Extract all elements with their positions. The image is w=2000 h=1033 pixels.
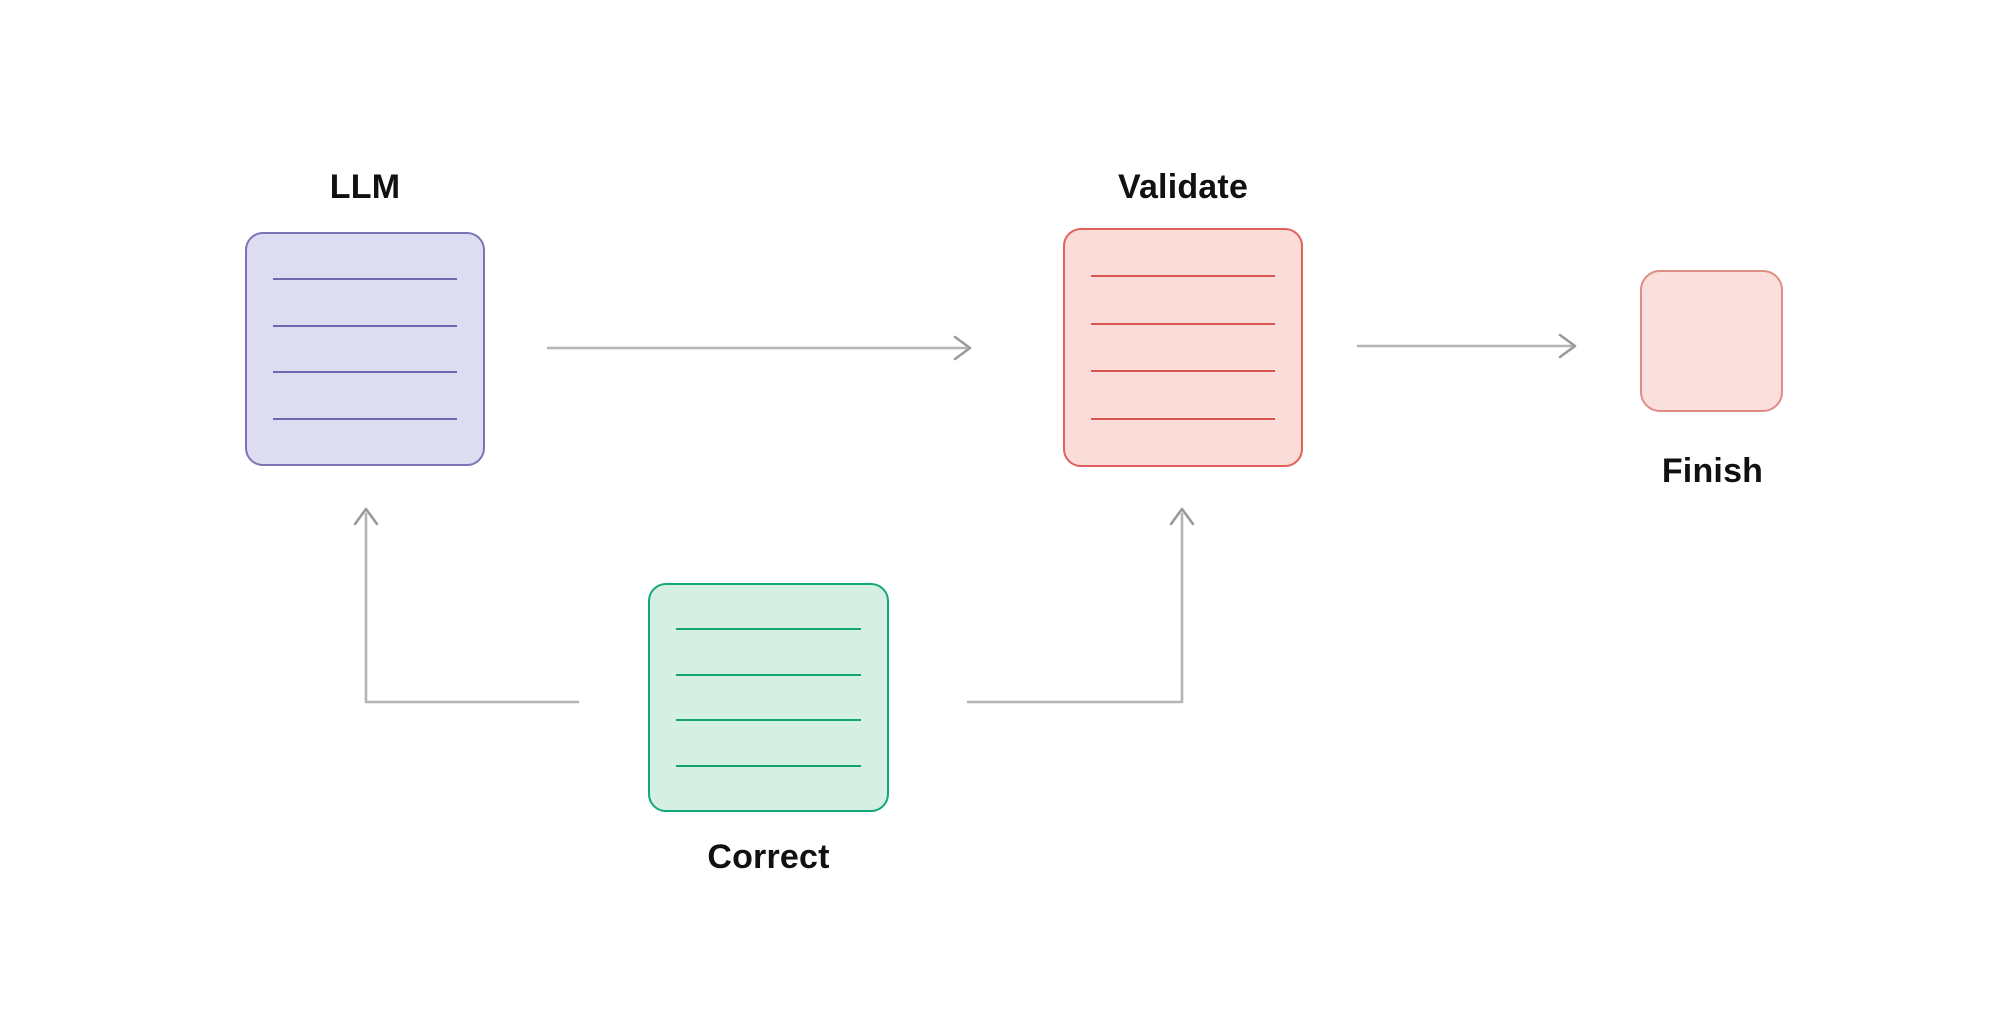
- edge-correct-to-llm: [353, 507, 580, 704]
- edge-llm-to-validate: [546, 335, 972, 361]
- node-correct-lines: [650, 585, 887, 810]
- node-validate-line-3: [1090, 370, 1276, 373]
- node-validate-line-4: [1090, 417, 1276, 420]
- node-correct-line-1: [676, 628, 861, 631]
- node-validate-line-2: [1090, 322, 1276, 325]
- node-validate-line-1: [1090, 275, 1276, 278]
- node-validate-lines: [1065, 230, 1301, 465]
- node-correct-line-3: [676, 719, 861, 722]
- node-llm-line-1: [272, 278, 458, 281]
- node-correct[interactable]: [648, 583, 889, 812]
- node-llm-line-4: [272, 417, 458, 420]
- node-llm-lines: [247, 234, 483, 464]
- node-llm-line-2: [272, 324, 458, 327]
- node-finish-label: Finish: [1661, 452, 1764, 490]
- node-correct-line-4: [676, 764, 861, 767]
- edge-correct-to-validate: [966, 507, 1195, 704]
- node-llm[interactable]: [245, 232, 485, 466]
- node-correct-line-2: [676, 673, 861, 676]
- node-finish[interactable]: [1640, 270, 1783, 412]
- edge-validate-to-finish: [1356, 333, 1577, 359]
- node-validate-label: Validate: [1117, 168, 1249, 206]
- node-llm-label: LLM: [329, 168, 401, 206]
- node-validate[interactable]: [1063, 228, 1303, 467]
- node-llm-line-3: [272, 371, 458, 374]
- node-correct-label: Correct: [707, 838, 830, 876]
